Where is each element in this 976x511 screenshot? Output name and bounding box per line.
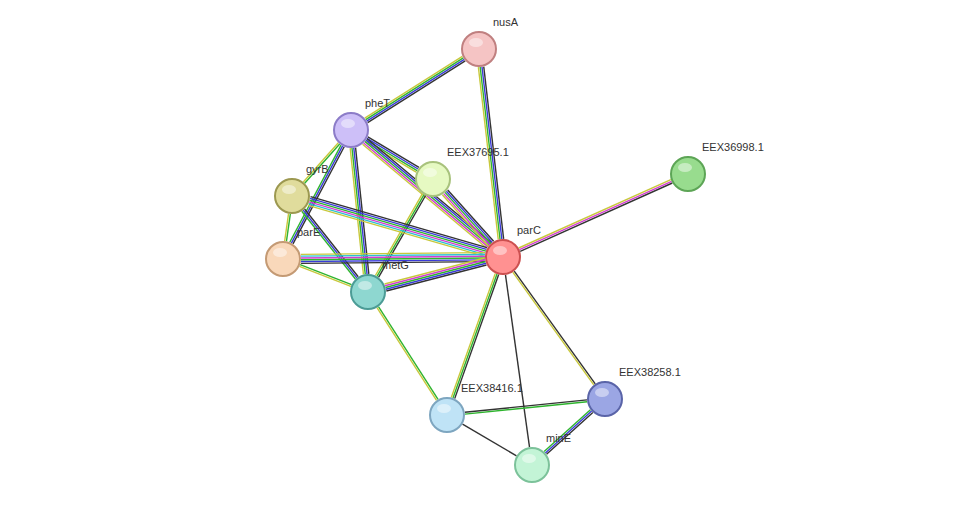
interaction-edge (299, 265, 351, 287)
evidence-line (465, 402, 587, 414)
protein-node: EEX37695.1 (415, 161, 451, 197)
protein-node: EEX36998.1 (670, 156, 706, 192)
protein-label: parE (297, 226, 320, 238)
interaction-edge (513, 271, 595, 385)
node-gloss (469, 38, 483, 47)
protein-label: EEX36998.1 (702, 141, 764, 153)
interaction-edge (544, 410, 593, 455)
evidence-line (303, 210, 357, 278)
interaction-edge (365, 56, 465, 122)
evidence-line (299, 266, 350, 286)
protein-node: nusA (461, 31, 497, 67)
evidence-line (308, 205, 484, 256)
evidence-line (379, 196, 426, 278)
protein-node: metG (350, 274, 386, 310)
protein-node: gyrB (274, 178, 310, 214)
protein-node: EEX38416.1 (429, 397, 465, 433)
interaction-edge (519, 180, 673, 252)
evidence-line (519, 180, 671, 248)
protein-label: parC (517, 224, 541, 236)
evidence-line (455, 275, 499, 399)
evidence-line (311, 197, 487, 248)
evidence-line (448, 190, 494, 241)
evidence-line (445, 192, 491, 243)
protein-node: minE (514, 447, 550, 483)
evidence-line (545, 411, 591, 453)
evidence-line (365, 56, 463, 118)
protein-label: EEX38416.1 (461, 382, 523, 394)
node-gloss (282, 185, 296, 194)
node-gloss (358, 281, 372, 290)
evidence-line (519, 181, 671, 249)
evidence-line (303, 143, 338, 182)
evidence-line (514, 271, 595, 384)
node-gloss (595, 388, 609, 397)
evidence-line (377, 308, 437, 401)
evidence-line (310, 200, 486, 251)
evidence-line (513, 272, 594, 385)
node-gloss (678, 163, 692, 172)
evidence-line (310, 198, 486, 249)
protein-label: minE (546, 432, 571, 444)
node-gloss (423, 168, 437, 177)
interaction-edge (377, 307, 438, 401)
node-gloss (273, 248, 287, 257)
evidence-line (505, 275, 529, 447)
protein-label: EEX38258.1 (619, 366, 681, 378)
evidence-line (305, 144, 340, 183)
protein-node: parE (265, 241, 301, 277)
node-gloss (341, 119, 355, 128)
evidence-line (453, 274, 497, 398)
node-gloss (437, 404, 451, 413)
interaction-edge (463, 424, 517, 456)
evidence-line (520, 183, 672, 251)
interaction-edge (451, 273, 498, 398)
evidence-line (378, 307, 438, 400)
evidence-line (301, 253, 485, 255)
evidence-line (465, 400, 587, 412)
node-gloss (493, 246, 507, 255)
evidence-line (446, 191, 492, 242)
protein-node: pheT (333, 112, 369, 148)
protein-label: EEX37695.1 (447, 146, 509, 158)
interaction-edge (308, 197, 487, 257)
evidence-line (463, 424, 517, 456)
protein-label: pheT (365, 97, 390, 109)
protein-label: nusA (493, 16, 518, 28)
evidence-line (366, 58, 464, 120)
evidence-line (305, 209, 359, 277)
evidence-line (451, 273, 495, 397)
protein-label: metG (382, 259, 409, 271)
evidence-line (368, 61, 466, 123)
evidence-line (309, 202, 485, 253)
evidence-line (367, 59, 465, 121)
protein-node: parC (485, 239, 521, 275)
interaction-edge (465, 400, 587, 414)
interaction-edge (285, 214, 291, 242)
evidence-line (285, 214, 289, 241)
node-gloss (522, 454, 536, 463)
evidence-line (300, 265, 351, 285)
protein-node: EEX38258.1 (587, 381, 623, 417)
protein-label: gyrB (306, 163, 329, 175)
evidence-line (309, 204, 485, 255)
evidence-line (547, 412, 593, 454)
evidence-line (544, 410, 590, 452)
interaction-edge (505, 275, 529, 447)
